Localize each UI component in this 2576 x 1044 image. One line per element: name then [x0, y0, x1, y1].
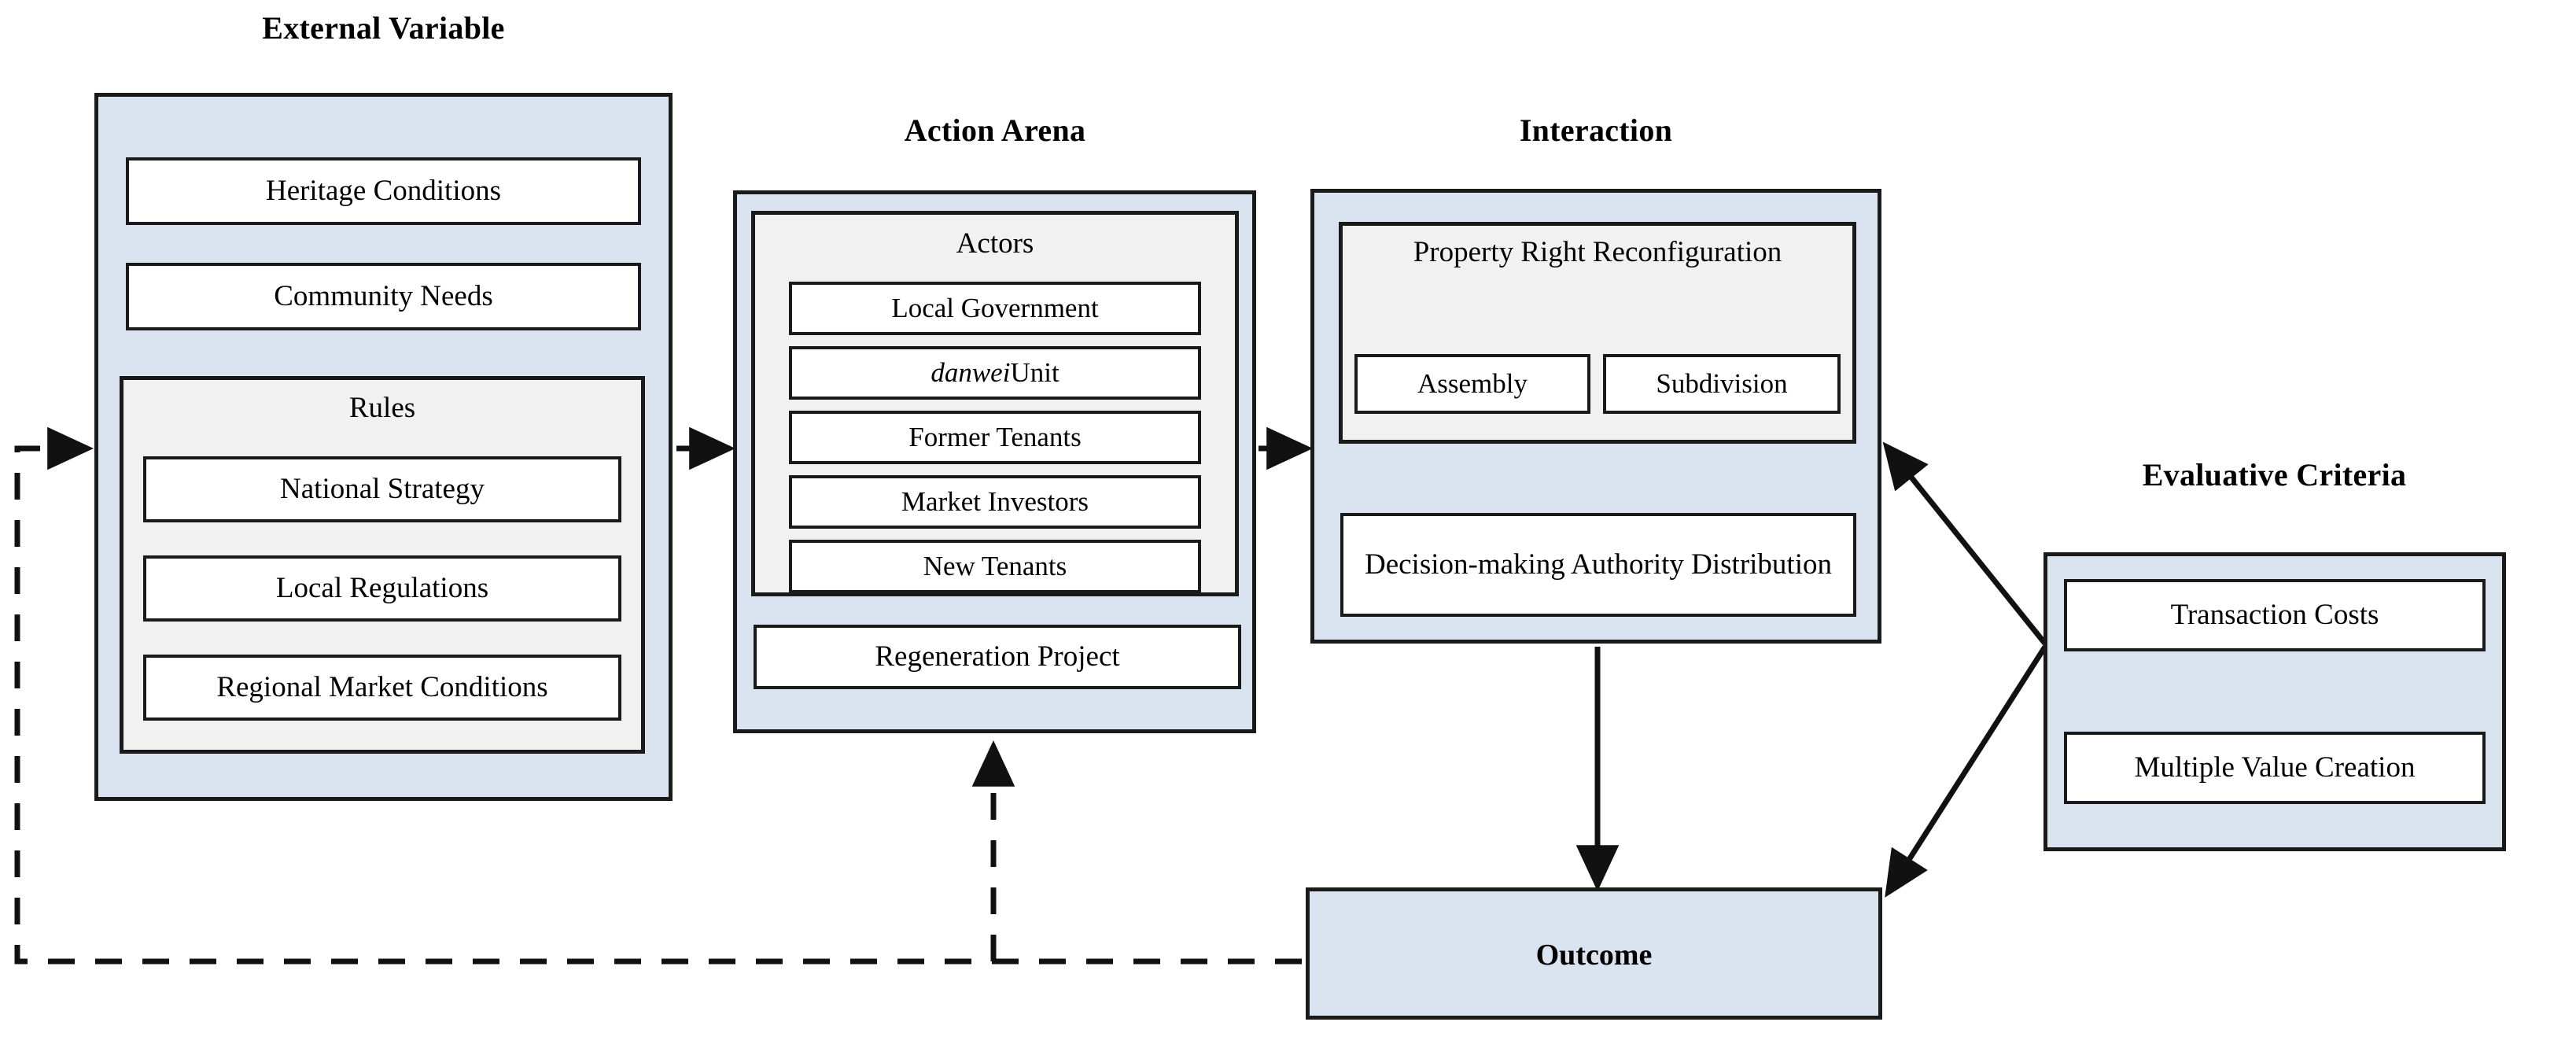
panel-outcome[interactable] — [1306, 887, 1882, 1020]
group-label-rules: Rules — [348, 392, 416, 424]
box-local-regulations[interactable]: Local Regulations — [143, 555, 621, 622]
danwei-unit-suffix: Unit — [1010, 356, 1060, 388]
section-title-evaluative-criteria: Evaluative Criteria — [2142, 457, 2407, 492]
section-title-external-variable: External Variable — [262, 10, 505, 46]
box-multiple-value-creation[interactable]: Multiple Value Creation — [2064, 732, 2486, 804]
outcome-label: Outcome — [1535, 939, 1653, 972]
box-danwei-unit[interactable]: danwei Unit — [789, 346, 1201, 400]
group-actors — [751, 211, 1239, 596]
box-subdivision[interactable]: Subdivision — [1603, 354, 1841, 414]
box-assembly[interactable]: Assembly — [1354, 354, 1590, 414]
section-title-action-arena: Action Arena — [904, 113, 1086, 148]
box-regional-market-conditions[interactable]: Regional Market Conditions — [143, 655, 621, 721]
danwei-italic-text: danwei — [931, 356, 1011, 388]
box-local-government[interactable]: Local Government — [789, 282, 1201, 335]
box-regeneration-project[interactable]: Regeneration Project — [754, 625, 1241, 689]
box-former-tenants[interactable]: Former Tenants — [789, 411, 1201, 464]
box-decision-making-authority-distribution[interactable]: Decision-making Authority Distribution — [1340, 513, 1856, 617]
box-transaction-costs[interactable]: Transaction Costs — [2064, 579, 2486, 651]
edge-evaluative-to-interaction — [1882, 441, 2047, 646]
group-label-property-right-reconfiguration: Property Right Reconfiguration — [1413, 236, 1782, 268]
box-national-strategy[interactable]: National Strategy — [143, 456, 621, 522]
group-label-actors: Actors — [956, 227, 1034, 260]
box-new-tenants[interactable]: New Tenants — [789, 540, 1201, 593]
box-market-investors[interactable]: Market Investors — [789, 475, 1201, 529]
box-heritage-conditions[interactable]: Heritage Conditions — [126, 157, 641, 225]
box-community-needs[interactable]: Community Needs — [126, 263, 641, 330]
section-title-interaction: Interaction — [1519, 113, 1673, 148]
edge-evaluative-to-outcome — [1885, 645, 2047, 898]
